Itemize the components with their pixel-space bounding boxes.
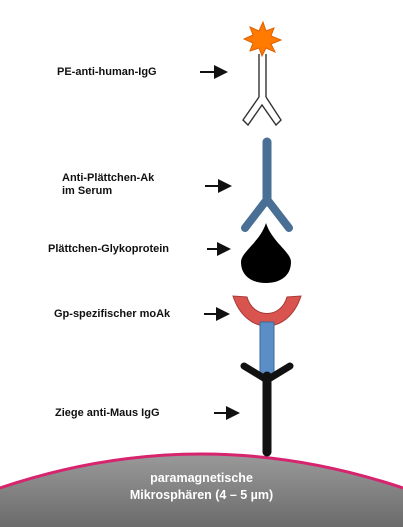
label-monoclonal: Gp-spezifischer moAk xyxy=(54,308,170,321)
glycoprotein-drop-icon xyxy=(241,223,291,283)
label-glycoprotein: Plättchen-Glykoprotein xyxy=(48,243,169,256)
label-pe-anti-human-igg: PE-anti-human-IgG xyxy=(57,66,157,79)
goat-anti-mouse-igg-icon xyxy=(244,366,290,452)
serum-antibody-icon xyxy=(245,142,289,228)
pointer-arrows xyxy=(200,72,238,413)
label-serum-antibody-line1: Anti-Plättchen-Ak xyxy=(62,172,154,185)
monoclonal-stem-icon xyxy=(260,322,274,374)
pe-burst-icon xyxy=(244,22,281,56)
pe-anti-human-igg-antibody xyxy=(243,54,281,125)
label-serum-antibody-line2: im Serum xyxy=(62,185,112,198)
label-goat-anti-mouse-igg: Ziege anti-Maus IgG xyxy=(55,407,160,420)
bead-label-line1: paramagnetische xyxy=(0,470,403,486)
bead-label-line2: Mikrosphären (4 – 5 µm) xyxy=(0,487,403,503)
